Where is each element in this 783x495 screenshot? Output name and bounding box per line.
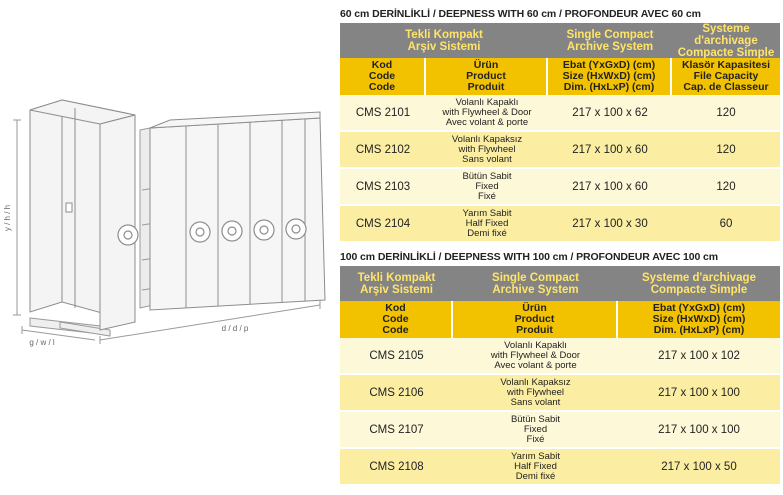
mobile-shelving-illustration: y / h / h d / d / p g / w / l xyxy=(3,99,326,347)
table-100cm: 100 cm DERİNLİKLİ / DEEPNESS WITH 100 cm… xyxy=(340,248,780,486)
header-size: Ebat (YxGxD) (cm)Size (HxWxD) (cm)Dim. (… xyxy=(652,302,746,336)
band-cell-fr: Systeme d'archivage Compacte Simple xyxy=(677,23,775,59)
header-size: Ebat (YxGxD) (cm)Size (HxWxD) (cm)Dim. (… xyxy=(548,58,672,95)
section-title-60cm: 60 cm DERİNLİKLİ / DEEPNESS WITH 60 cm /… xyxy=(340,8,701,20)
dim-width-label: g / w / l xyxy=(29,338,55,347)
band-cell-tr: Tekli Kompakt Arşiv Sistemi xyxy=(405,29,483,53)
dim-height-label: y / h / h xyxy=(3,205,12,231)
band-cell-en: Single Compact Archive System xyxy=(566,29,654,53)
dim-depth-label: d / d / p xyxy=(222,324,249,333)
system-name-band: Tekli Kompakt Arşiv Sistemi Single Compa… xyxy=(340,23,780,59)
table-60cm: 60 cm DERİNLİKLİ / DEEPNESS WITH 60 cm /… xyxy=(340,5,780,243)
section-title-100cm: 100 cm DERİNLİKLİ / DEEPNESS WITH 100 cm… xyxy=(340,251,719,263)
